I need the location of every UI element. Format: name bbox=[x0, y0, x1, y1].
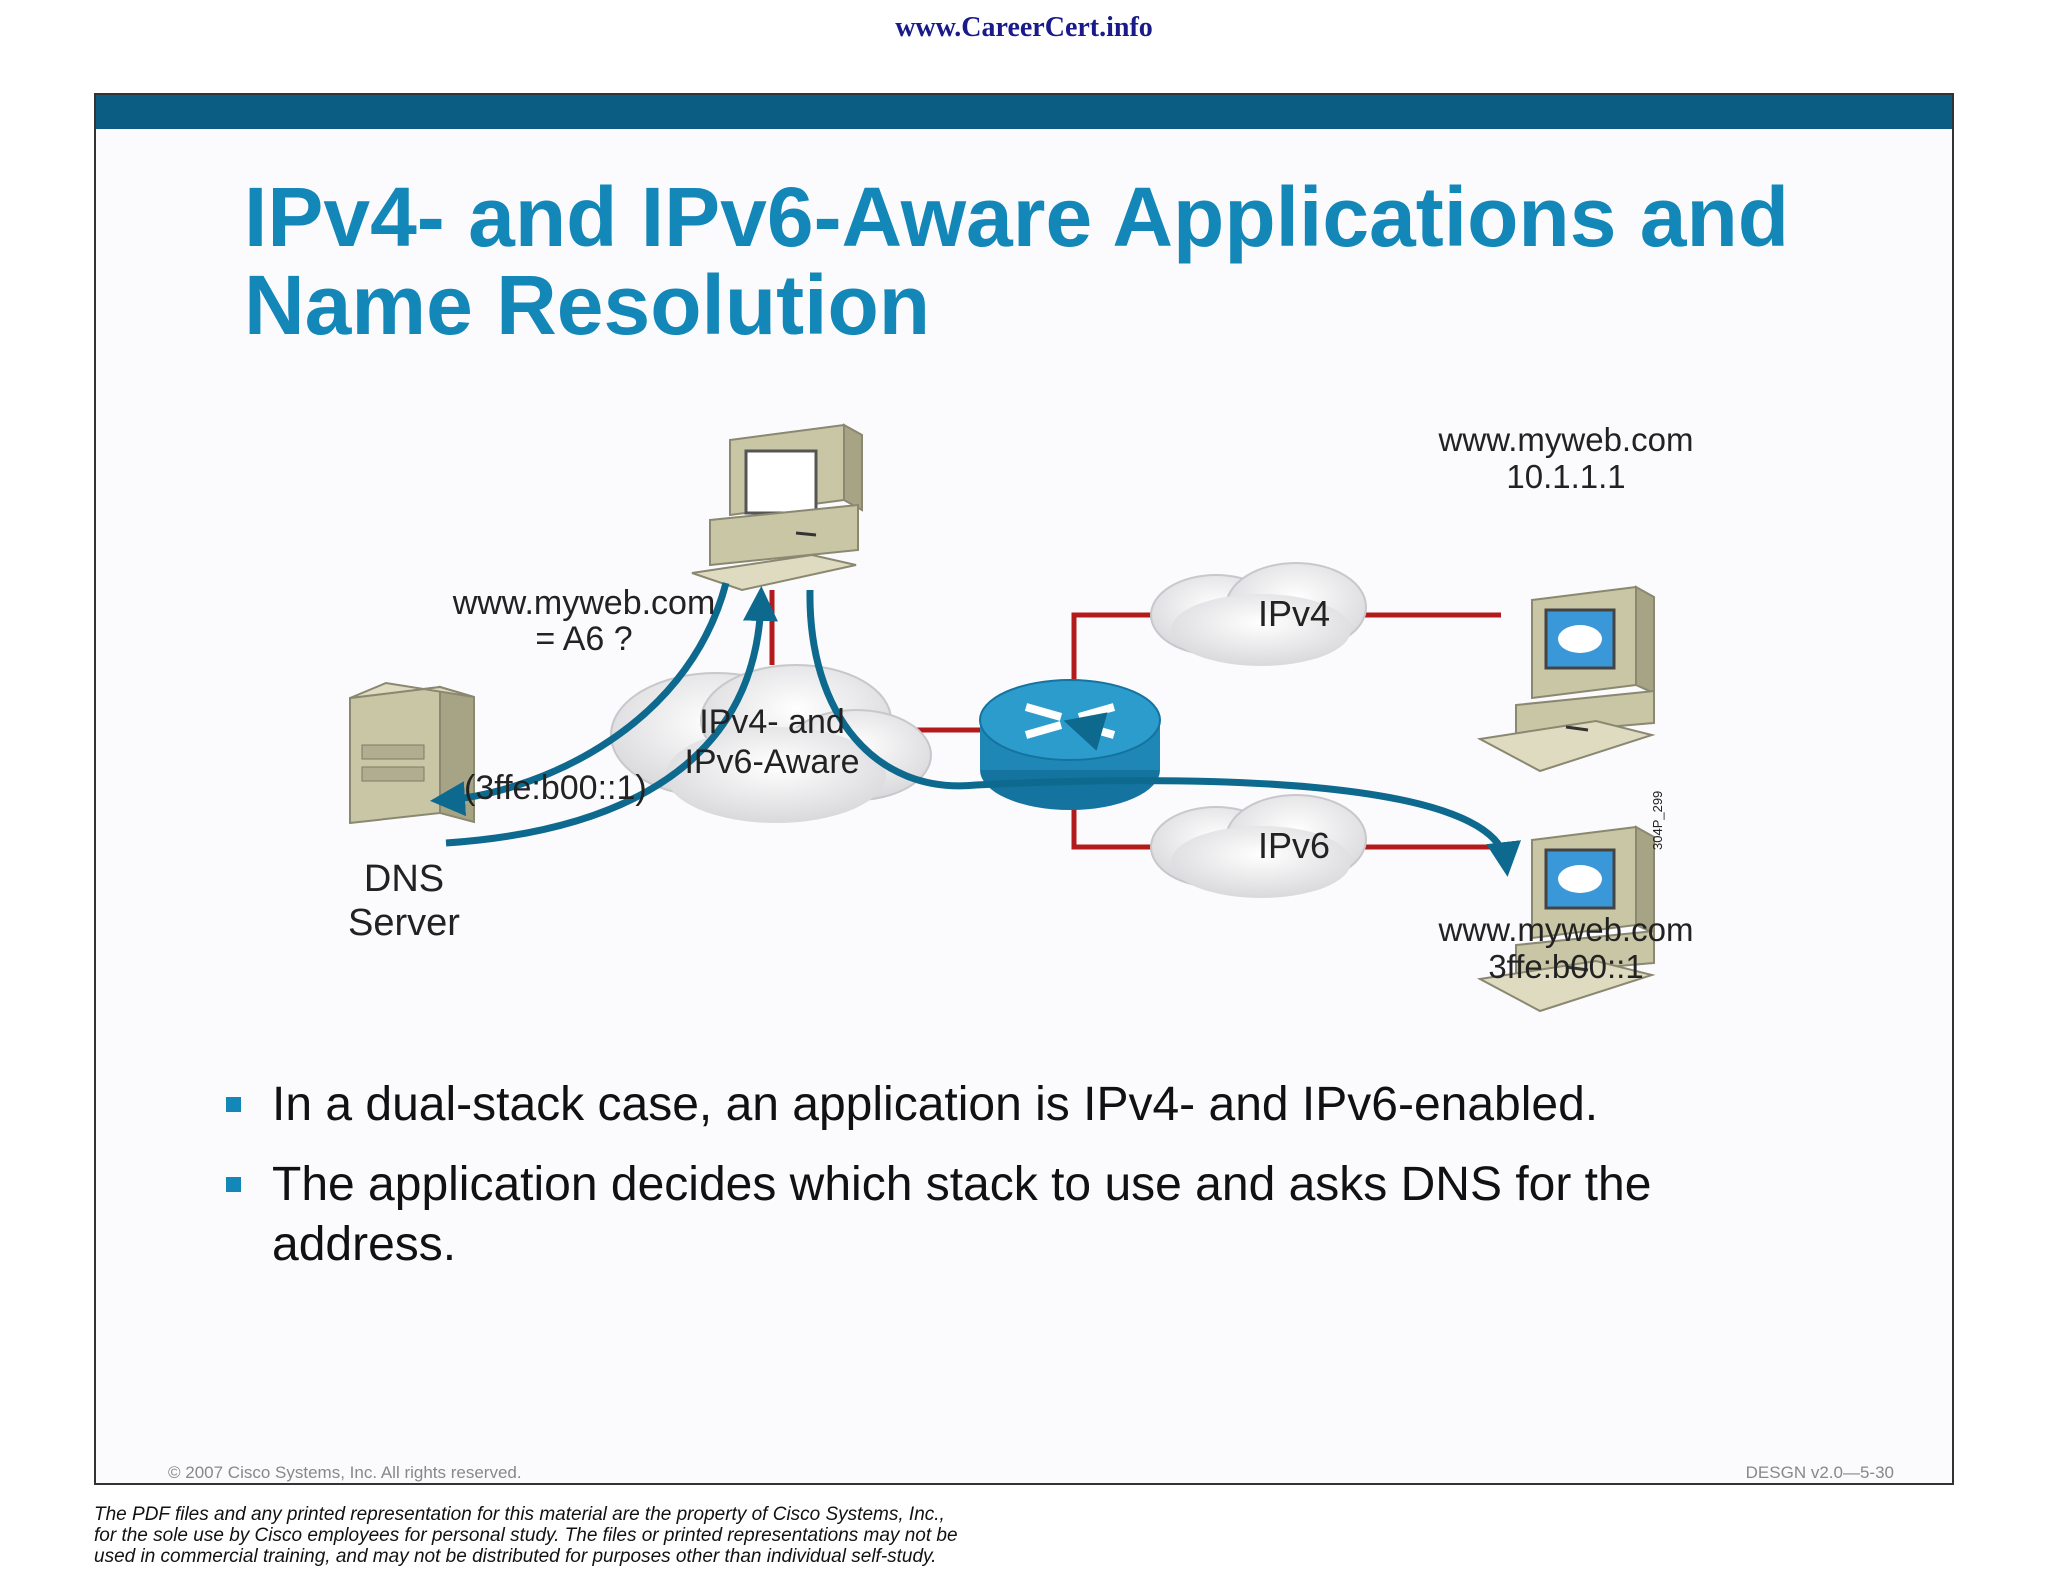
cloud-app-aware bbox=[610, 664, 932, 823]
disclaimer-line-1: The PDF files and any printed representa… bbox=[94, 1504, 945, 1525]
dns-query-label-line-2: = A6 ? bbox=[535, 620, 632, 658]
bullet-square-icon bbox=[226, 1097, 241, 1112]
bullet-item: In a dual-stack case, an application is … bbox=[226, 1075, 1846, 1135]
link-router-to-ipv4 bbox=[1071, 612, 1171, 710]
dns-answer-label: (3ffe:b00::1) bbox=[464, 769, 647, 807]
figure-id-label: 304P_299 bbox=[1650, 791, 1665, 850]
bullet-text: The application decides which stack to u… bbox=[272, 1158, 1652, 1271]
ipv6-host-name-label: www.myweb.com bbox=[1438, 911, 1694, 948]
dns-server-label-line-1: DNS bbox=[364, 858, 444, 900]
ipv4-host-icon bbox=[1476, 585, 1656, 773]
slide-title: IPv4- and IPv6-Aware Applications and Na… bbox=[244, 173, 1844, 349]
dns-query-arrow bbox=[430, 582, 730, 817]
copyright-text: © 2007 Cisco Systems, Inc. All rights re… bbox=[168, 1463, 522, 1482]
disclaimer: The PDF files and any printed representa… bbox=[94, 1504, 1194, 1567]
ipv6-host-address-label: 3ffe:b00::1 bbox=[1488, 948, 1643, 985]
ipv6-connection-arrow bbox=[806, 589, 1521, 877]
dns-server-label-line-2: Server bbox=[348, 902, 460, 944]
slide: IPv4- and IPv6-Aware Applications and Na… bbox=[94, 93, 1954, 1485]
dns-query-label-line-1: www.myweb.com bbox=[452, 584, 716, 622]
disclaimer-line-3: used in commercial training, and may not… bbox=[94, 1546, 937, 1567]
slide-top-bar bbox=[96, 95, 1952, 129]
cloud-ipv4 bbox=[1150, 562, 1367, 666]
ipv6-host-icon bbox=[1476, 825, 1656, 1013]
app-cloud-label-line-1: IPv4- and bbox=[699, 703, 845, 741]
ipv4-cloud-label: IPv4 bbox=[1258, 593, 1330, 634]
network-diagram: www.myweb.com = A6 ? (3ffe:b00::1) DNS S… bbox=[348, 421, 1694, 1013]
bullet-item: The application decides which stack to u… bbox=[226, 1155, 1846, 1275]
bullet-square-icon bbox=[226, 1177, 241, 1192]
cloud-ipv6 bbox=[1150, 794, 1367, 898]
disclaimer-line-2: for the sole use by Cisco employees for … bbox=[94, 1525, 958, 1546]
bullet-list: In a dual-stack case, an application is … bbox=[226, 1075, 1846, 1295]
ipv6-cloud-label: IPv6 bbox=[1258, 825, 1330, 866]
ipv4-host-address-label: 10.1.1.1 bbox=[1506, 458, 1625, 495]
app-cloud-label-line-2: IPv6-Aware bbox=[684, 743, 859, 781]
course-code: DESGN v2.0—5-30 bbox=[1745, 1463, 1894, 1482]
slide-title-line-2: Name Resolution bbox=[244, 258, 931, 352]
client-computer-icon bbox=[691, 423, 863, 592]
bullet-text: In a dual-stack case, an application is … bbox=[272, 1078, 1599, 1131]
slide-title-line-1: IPv4- and IPv6-Aware Applications and bbox=[244, 170, 1790, 264]
link-router-to-ipv6 bbox=[1071, 795, 1171, 850]
ipv4-host-name-label: www.myweb.com bbox=[1438, 421, 1694, 458]
flow-arrows bbox=[430, 582, 1521, 877]
router-icon bbox=[979, 679, 1161, 810]
dns-reply-arrow bbox=[445, 586, 778, 847]
site-header: www.CareerCert.info bbox=[895, 12, 1153, 43]
network-links bbox=[769, 590, 1501, 850]
